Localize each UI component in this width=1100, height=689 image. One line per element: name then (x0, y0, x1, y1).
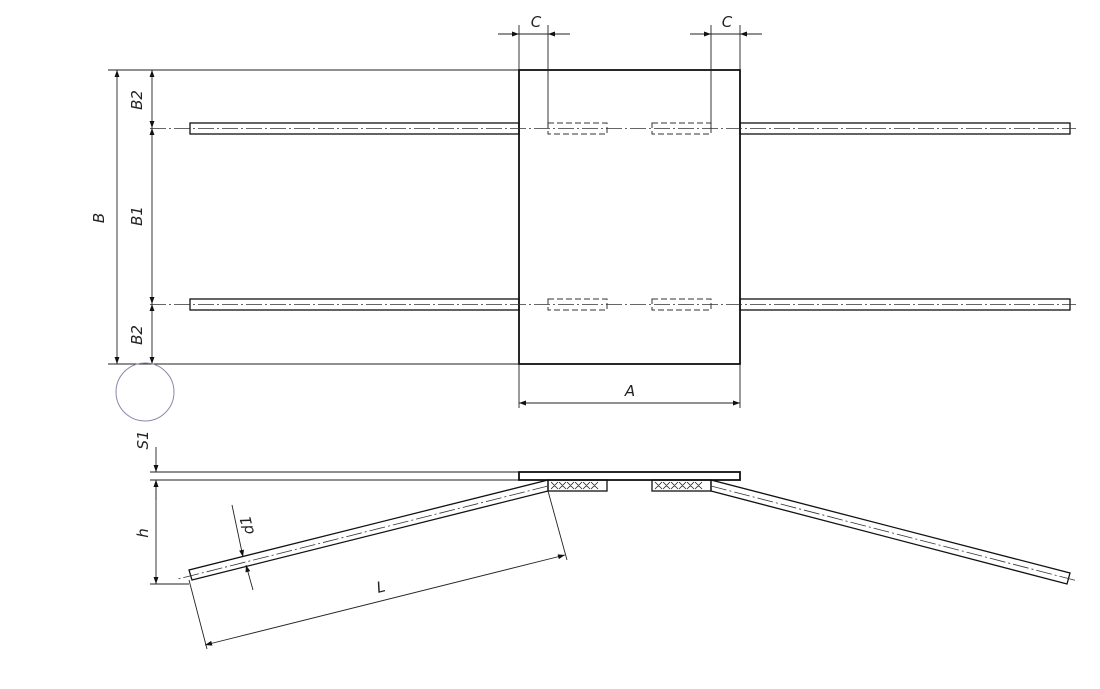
label-c-left: C (531, 13, 542, 31)
label-h: h (134, 528, 152, 538)
label-b1: B1 (128, 206, 146, 226)
hidden-rod-end-lr (651, 298, 712, 311)
rod-inclined-left (188, 479, 549, 581)
label-l: L (375, 577, 387, 596)
centerline-inclined-left (177, 485, 549, 580)
dim-line-d1-b (245, 564, 254, 591)
label-b2-top: B2 (128, 90, 146, 110)
side-view: S1 h d1 L (134, 430, 1079, 650)
plate-side (518, 471, 741, 481)
rod-end-right-side (651, 479, 712, 492)
rod-inclined-right (710, 479, 1071, 585)
centerline-inclined-right (710, 485, 1079, 582)
dim-line-l (204, 554, 566, 646)
label-a: A (624, 382, 635, 400)
weld-hatching (550, 481, 703, 490)
ext-l-left (188, 579, 208, 650)
hidden-rod-end-ur (651, 122, 712, 135)
hidden-rod-end-ll (547, 298, 608, 311)
detail-circle (115, 362, 175, 422)
label-c-right: C (722, 13, 733, 31)
dim-line-d1-a (231, 504, 244, 558)
label-b: B (90, 213, 108, 223)
hidden-rod-end-ul (547, 122, 608, 135)
label-b2-bottom: B2 (128, 325, 146, 345)
rod-end-left-side (547, 479, 608, 492)
top-view: B B2 B1 B2 C C A (90, 13, 1076, 422)
label-d1: d1 (236, 514, 258, 537)
label-s1: S1 (134, 430, 152, 449)
central-plate (518, 69, 741, 365)
ext-l-right (547, 490, 568, 561)
